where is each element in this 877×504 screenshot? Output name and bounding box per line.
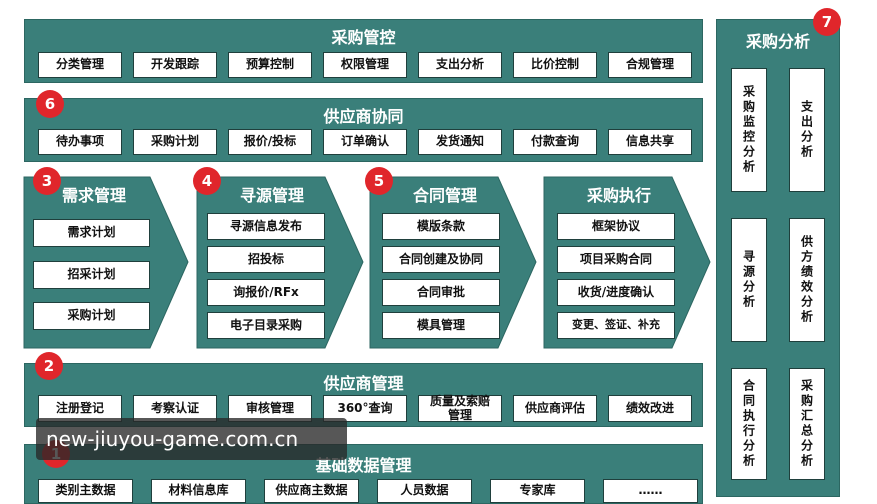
analysis-item-2[interactable]: 支出分析: [789, 68, 825, 192]
analysis-item-5[interactable]: 合同执行分析: [731, 368, 767, 480]
sourcing-item-3[interactable]: 询报价/RFx: [207, 279, 325, 306]
procurement-control-title: 采购管控: [331, 28, 396, 47]
analysis-item-3-label: 寻源分析: [741, 250, 756, 310]
md-item-1[interactable]: 类别主数据: [38, 479, 133, 503]
watermark-overlay: new-jiuyou-game.com.cn: [36, 418, 347, 460]
analysis-item-6[interactable]: 采购汇总分析: [789, 368, 825, 480]
md-item-6[interactable]: ……: [603, 479, 698, 503]
pc-item-3[interactable]: 预算控制: [228, 52, 312, 78]
sourcing-item-1[interactable]: 寻源信息发布: [207, 213, 325, 240]
sourcing-item-4[interactable]: 电子目录采购: [207, 312, 325, 339]
analysis-item-4[interactable]: 供方绩效分析: [789, 218, 825, 342]
sc-item-3[interactable]: 报价/投标: [228, 129, 312, 155]
sc-item-6[interactable]: 付款查询: [513, 129, 597, 155]
sc-item-1[interactable]: 待办事项: [38, 129, 122, 155]
sm-item-5[interactable]: 质量及索赔管理: [418, 394, 502, 422]
contract-item-4[interactable]: 模具管理: [382, 312, 500, 339]
contract-item-3[interactable]: 合同审批: [382, 279, 500, 306]
contract-title: 合同管理: [412, 186, 477, 205]
procurement-control-panel: 采购管控 分类管理 开发跟踪 预算控制 权限管理 支出分析 比价控制 合规管理: [24, 19, 703, 83]
badge-3: 3: [33, 167, 61, 195]
analysis-item-2-label: 支出分析: [799, 100, 814, 160]
pc-item-7[interactable]: 合规管理: [608, 52, 692, 78]
pc-item-6[interactable]: 比价控制: [513, 52, 597, 78]
contract-item-2[interactable]: 合同创建及协同: [382, 246, 500, 273]
execution-item-1[interactable]: 框架协议: [557, 213, 675, 240]
badge-2: 2: [35, 352, 63, 380]
sm-item-3[interactable]: 审核管理: [228, 395, 312, 422]
demand-item-3[interactable]: 采购计划: [33, 302, 150, 330]
analysis-panel: 采购分析 采购监控分析 支出分析 寻源分析 供方绩效分析 合同执行分析 采购汇总…: [716, 19, 840, 497]
badge-4: 4: [193, 167, 221, 195]
pc-item-2[interactable]: 开发跟踪: [133, 52, 217, 78]
md-item-3[interactable]: 供应商主数据: [264, 479, 359, 503]
contract-item-1[interactable]: 模版条款: [382, 213, 500, 240]
sm-item-4[interactable]: 360°查询: [323, 395, 407, 422]
execution-item-3[interactable]: 收货/进度确认: [557, 279, 675, 306]
execution-item-4[interactable]: 变更、签证、补充: [557, 312, 675, 339]
badge-6: 6: [36, 90, 64, 118]
md-item-5[interactable]: 专家库: [490, 479, 585, 503]
execution-item-2[interactable]: 项目采购合同: [557, 246, 675, 273]
sc-item-2[interactable]: 采购计划: [133, 129, 217, 155]
demand-title: 需求管理: [61, 186, 126, 205]
badge-5: 5: [365, 167, 393, 195]
analysis-item-6-label: 采购汇总分析: [799, 379, 814, 469]
analysis-item-3[interactable]: 寻源分析: [731, 218, 767, 342]
analysis-item-5-label: 合同执行分析: [741, 379, 756, 469]
execution-title: 采购执行: [586, 186, 651, 205]
analysis-title: 采购分析: [745, 32, 810, 51]
master-data-title: 基础数据管理: [315, 456, 412, 475]
sm-item-7[interactable]: 绩效改进: [608, 395, 692, 422]
sm-item-6[interactable]: 供应商评估: [513, 395, 597, 422]
md-item-2[interactable]: 材料信息库: [151, 479, 246, 503]
pc-item-4[interactable]: 权限管理: [323, 52, 407, 78]
sc-item-7[interactable]: 信息共享: [608, 129, 692, 155]
analysis-item-4-label: 供方绩效分析: [799, 235, 814, 325]
analysis-item-1-label: 采购监控分析: [741, 85, 756, 175]
pc-item-5[interactable]: 支出分析: [418, 52, 502, 78]
supplier-collab-panel: 供应商协同 待办事项 采购计划 报价/投标 订单确认 发货通知 付款查询 信息共…: [24, 98, 703, 162]
analysis-item-1[interactable]: 采购监控分析: [731, 68, 767, 192]
sc-item-4[interactable]: 订单确认: [323, 129, 407, 155]
sc-item-5[interactable]: 发货通知: [418, 129, 502, 155]
demand-item-1[interactable]: 需求计划: [33, 219, 150, 247]
badge-7: 7: [813, 8, 841, 36]
supplier-collab-title: 供应商协同: [323, 107, 404, 126]
demand-item-2[interactable]: 招采计划: [33, 261, 150, 289]
md-item-4[interactable]: 人员数据: [377, 479, 472, 503]
supplier-mgmt-title: 供应商管理: [323, 374, 404, 393]
sourcing-title: 寻源管理: [239, 186, 304, 205]
pc-item-1[interactable]: 分类管理: [38, 52, 122, 78]
sourcing-item-2[interactable]: 招投标: [207, 246, 325, 273]
